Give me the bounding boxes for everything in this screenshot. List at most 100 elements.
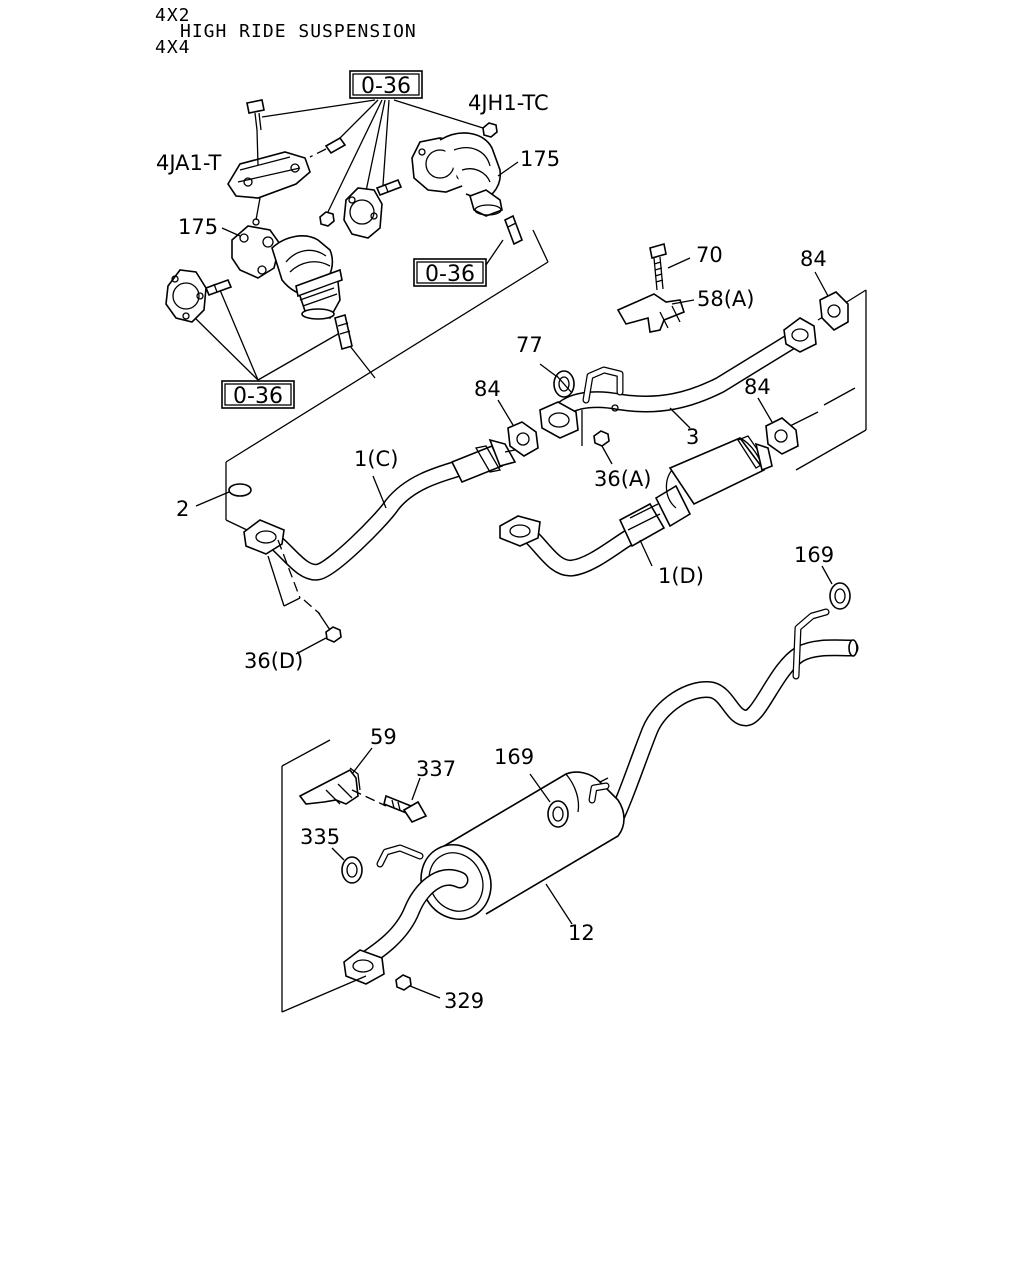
label-1c: 1(C) (354, 447, 398, 471)
leader-58a (671, 299, 695, 305)
ref-box-mid-text: 0-36 (425, 262, 475, 287)
label-84-top: 84 (800, 247, 827, 271)
rubber-hanger-335[interactable] (341, 856, 363, 884)
leader-335 (331, 847, 345, 861)
ref-top-leaders (261, 99, 484, 217)
label-335: 335 (300, 825, 340, 849)
header-line-4x4: 4X4 (155, 37, 191, 58)
leader-175-left (221, 227, 241, 237)
label-36d: 36(D) (244, 649, 303, 673)
ref-box-mid[interactable]: 0-36 (413, 258, 487, 287)
leader-77 (539, 363, 557, 377)
label-84-right: 84 (744, 375, 771, 399)
header-line-4x2: 4X2 (155, 5, 191, 26)
gasket-4jh1[interactable] (343, 187, 383, 239)
leader-1c (372, 475, 387, 509)
front-pipe-1c[interactable] (256, 438, 517, 581)
shield-stud (255, 197, 261, 221)
rubber-hanger-169-top[interactable] (829, 582, 851, 610)
leader-329 (409, 985, 441, 999)
leader-169-top (821, 565, 833, 585)
flange-1c[interactable] (243, 519, 301, 599)
nut-36d[interactable] (317, 611, 342, 643)
leader-337 (411, 777, 421, 801)
label-12: 12 (568, 921, 595, 945)
label-59: 59 (370, 725, 397, 749)
rubber-hanger-77[interactable] (553, 370, 575, 398)
bolt-heat-shield[interactable] (309, 136, 347, 158)
label-36a: 36(A) (594, 467, 651, 491)
bracket-59[interactable] (298, 767, 361, 805)
flange-1d[interactable] (499, 515, 541, 547)
o-ring-2[interactable] (228, 483, 252, 497)
nut-4jh1[interactable] (482, 122, 498, 138)
stud-4ja1-lower[interactable] (334, 313, 353, 351)
front-pipe-1d[interactable] (513, 435, 773, 577)
header-line-high-ride: HIGH RIDE SUSPENSION (180, 21, 417, 42)
stud-4ja1-left[interactable] (204, 278, 233, 297)
pipe-1c-frame-a (283, 597, 301, 607)
pipe-1c-dash (303, 599, 321, 615)
tail-pipe[interactable] (603, 608, 859, 835)
rubber-hanger-169-mid[interactable] (547, 800, 569, 828)
label-169-mid: 169 (494, 745, 534, 769)
bolt-337[interactable] (383, 794, 428, 823)
gasket-84-right[interactable] (765, 417, 799, 455)
pipe-1c-frame-b (267, 555, 285, 607)
label-329: 329 (444, 989, 484, 1013)
leader-3 (669, 407, 691, 429)
label-2: 2 (176, 497, 189, 521)
leader-1d (639, 539, 653, 567)
nut-36a[interactable] (581, 410, 610, 447)
leader-36a (601, 445, 613, 465)
pipe-3[interactable] (539, 317, 817, 439)
label-1d: 1(D) (658, 564, 704, 588)
catalytic-converter-4ja1[interactable] (231, 225, 343, 320)
gasket-84-top[interactable] (819, 291, 849, 331)
leader-2 (195, 491, 230, 507)
ref-mid-leader (485, 239, 504, 266)
label-169-top: 169 (794, 543, 834, 567)
bracket-58a[interactable] (616, 293, 685, 333)
label-175-right: 175 (520, 147, 560, 171)
catalytic-converter-4jh1[interactable] (411, 132, 503, 217)
bolt-70[interactable] (649, 242, 667, 291)
ref-left-leaders (189, 289, 346, 381)
label-337: 337 (416, 757, 456, 781)
label-engine-4ja1: 4JA1-T (156, 151, 222, 175)
muffler-inlet-pipe[interactable] (343, 844, 469, 985)
label-70: 70 (696, 243, 723, 267)
leader-70 (667, 257, 691, 269)
label-175-left: 175 (178, 215, 218, 239)
label-84-mid: 84 (474, 377, 501, 401)
stud-4jh1-lower[interactable] (503, 214, 524, 246)
label-engine-4jh1: 4JH1-TC (468, 91, 549, 115)
heat-shield-4ja1[interactable] (227, 151, 311, 199)
leader-175-right (497, 161, 519, 177)
bolt-top-left[interactable] (246, 99, 265, 166)
ref-box-left-text: 0-36 (233, 384, 283, 409)
gasket-4ja1[interactable] (165, 269, 207, 323)
front-frame-lines (225, 261, 867, 531)
leader-84-top (814, 271, 829, 297)
nut-329[interactable] (395, 974, 412, 991)
label-3: 3 (686, 425, 699, 449)
bracket-59-bolt-line (351, 789, 387, 807)
ref-box-top-text: 0-36 (361, 74, 411, 99)
leader-84-mid (497, 399, 514, 426)
leader-12 (545, 883, 573, 925)
ref-box-top[interactable]: 0-36 (349, 70, 423, 99)
nut-4ja1[interactable] (319, 211, 335, 227)
rear-frame-lines (281, 739, 367, 1013)
label-58a: 58(A) (697, 287, 754, 311)
label-77: 77 (516, 333, 543, 357)
stud-4jh1[interactable] (375, 178, 403, 197)
gasket-84-mid[interactable] (507, 421, 539, 457)
leader-59 (351, 747, 373, 775)
leader-84-right (757, 397, 773, 423)
ref-mid-bracket (532, 229, 549, 263)
ref-box-left[interactable]: 0-36 (221, 380, 295, 409)
muffler-12[interactable] (408, 771, 625, 931)
